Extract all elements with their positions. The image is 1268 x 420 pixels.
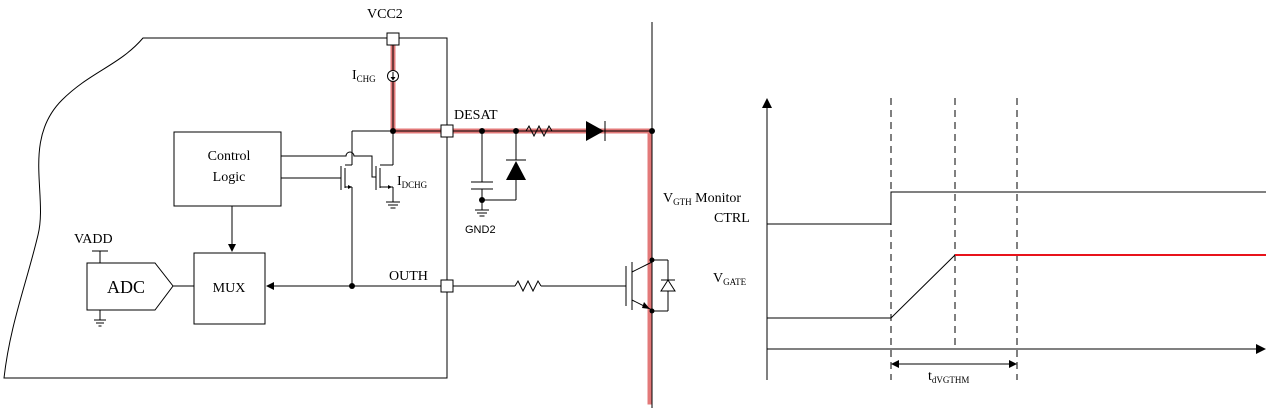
- vadd-label: VADD: [74, 232, 113, 247]
- vgth-monitor-ctrl-waveform: [767, 191, 1266, 225]
- x-axis-arrow-icon: [1256, 344, 1266, 354]
- vcc2-label: VCC2: [367, 7, 403, 22]
- mux-label: MUX: [213, 281, 246, 296]
- charge-current-path-highlight: [390, 33, 653, 405]
- mux-block: [193, 252, 266, 325]
- desat-diode-icon: [586, 121, 604, 141]
- adc-block: [86, 262, 174, 311]
- ichg-label: ICHG: [352, 68, 376, 84]
- gnd2-label: GND2: [465, 224, 496, 236]
- desat-pin: [440, 124, 454, 138]
- vgate-label: VGATE: [713, 271, 747, 287]
- logic-to-mux-arrow-icon: [228, 244, 236, 252]
- outh-label: OUTH: [389, 269, 428, 284]
- outh-pin: [440, 279, 454, 293]
- vgth-monitor-label: VGTH Monitor: [663, 191, 741, 207]
- ctrl-label: CTRL: [714, 211, 750, 226]
- y-axis-arrow-icon: [762, 98, 772, 108]
- idchg-label: IDCHG: [397, 174, 428, 190]
- vgate-waveform: [767, 254, 956, 319]
- ic-boundary: [3, 37, 448, 379]
- control-logic-label-2: Logic: [213, 170, 246, 185]
- control-logic-block: [173, 131, 282, 207]
- desat-label: DESAT: [454, 108, 498, 123]
- adc-label: ADC: [107, 277, 145, 297]
- timing-diagram: VGTH Monitor CTRL VGATE tdVGTHM: [663, 98, 1266, 385]
- tdvgthm-label: tdVGTHM: [928, 369, 969, 385]
- vcc2-pin: [386, 32, 400, 46]
- igbt-icon: [625, 257, 676, 314]
- gate-resistor-icon: [514, 279, 542, 293]
- desat-resistor-icon: [525, 124, 553, 138]
- control-logic-label-1: Control: [208, 149, 251, 164]
- outh-to-mux-arrow-icon: [266, 282, 274, 290]
- outh-node-dot: [349, 283, 355, 289]
